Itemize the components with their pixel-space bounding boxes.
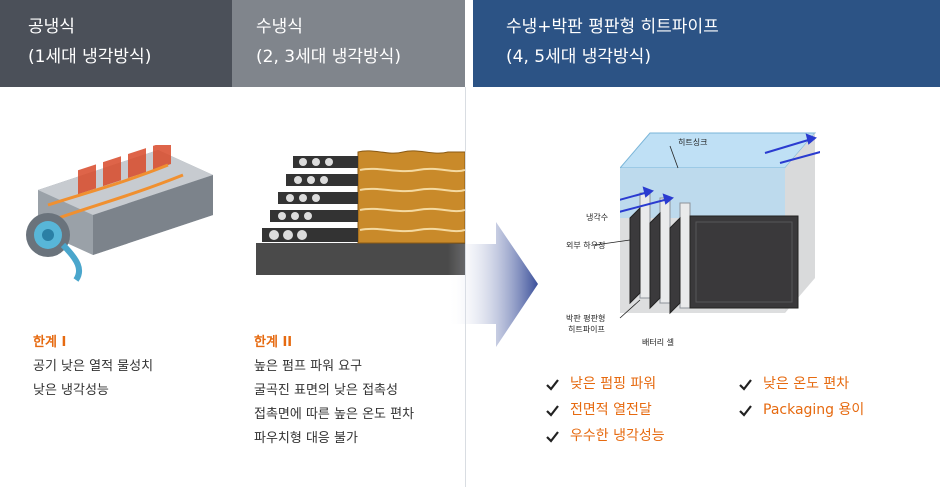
header-subtitle: (1세대 냉각방식) (28, 47, 152, 67)
header-water-cooling: 수냉식 (2, 3세대 냉각방식) (232, 0, 465, 87)
benefit-text: 우수한 냉각성능 (570, 428, 665, 444)
check-icon (546, 430, 559, 443)
benefit-item: 전면적 열전달 (545, 397, 665, 423)
check-icon (739, 378, 752, 391)
label-outer-housing: 외부 하우징 (566, 241, 606, 250)
label-heatpipe-line1: 박판 평판형 (566, 314, 606, 323)
benefits-left: 낮은 펌핑 파워 전면적 열전달 우수한 냉각성능 (545, 371, 665, 449)
limit-item: 낮은 냉각성능 (33, 383, 109, 398)
water-cooled-module-image (256, 150, 465, 275)
label-coolant: 냉각수 (586, 213, 609, 222)
label-heatpipe-line2: 히트파이프 (568, 325, 605, 334)
header-title: 수냉식 (256, 17, 303, 37)
benefit-item: 낮은 펌핑 파워 (545, 371, 665, 397)
heatpipe-diagram (620, 132, 820, 315)
header-title: 공냉식 (28, 17, 75, 37)
header-subtitle: (2, 3세대 냉각방식) (256, 47, 401, 67)
benefit-item: 우수한 냉각성능 (545, 423, 665, 449)
limit-2: 한계 II 높은 펌프 파워 요구 굴곡진 표면의 낮은 접촉성 접촉면에 따른… (254, 331, 414, 451)
air-cooled-battery-image (26, 145, 213, 282)
heatpipe-leader-lines (594, 145, 679, 319)
limit-item: 파우치형 대응 불가 (254, 431, 358, 446)
benefits-right: 낮은 온도 편차 Packaging 용이 (738, 371, 864, 423)
benefit-item: 낮은 온도 편차 (738, 371, 864, 397)
header-subtitle: (4, 5세대 냉각방식) (506, 47, 651, 67)
limit-item: 접촉면에 따른 높은 온도 편차 (254, 407, 415, 422)
transition-arrow-icon (448, 222, 538, 347)
benefit-text: 전면적 열전달 (570, 402, 652, 418)
check-icon (546, 404, 559, 417)
limit-title: 한계 II (254, 335, 293, 350)
header-title: 수냉+박판 평판형 히트파이프 (506, 17, 719, 37)
header-air-cooling: 공냉식 (1세대 냉각방식) (0, 0, 232, 87)
label-heatsink: 히트싱크 (678, 138, 708, 147)
benefit-text: Packaging 용이 (763, 402, 865, 418)
limit-title: 한계 I (33, 335, 67, 350)
limit-1: 한계 I 공기 낮은 열적 물성치 낮은 냉각성능 (33, 331, 153, 403)
check-icon (546, 378, 559, 391)
benefit-text: 낮은 펌핑 파워 (570, 376, 657, 392)
limit-item: 높은 펌프 파워 요구 (254, 359, 363, 374)
check-icon (739, 404, 752, 417)
label-battery-cell: 배터리 셀 (642, 338, 674, 347)
limit-item: 공기 낮은 열적 물성치 (33, 359, 154, 374)
limit-item: 굴곡진 표면의 낮은 접촉성 (254, 383, 398, 398)
benefit-item: Packaging 용이 (738, 397, 864, 423)
benefit-text: 낮은 온도 편차 (763, 376, 850, 392)
header-heatpipe-cooling: 수냉+박판 평판형 히트파이프 (4, 5세대 냉각방식) (473, 0, 940, 87)
